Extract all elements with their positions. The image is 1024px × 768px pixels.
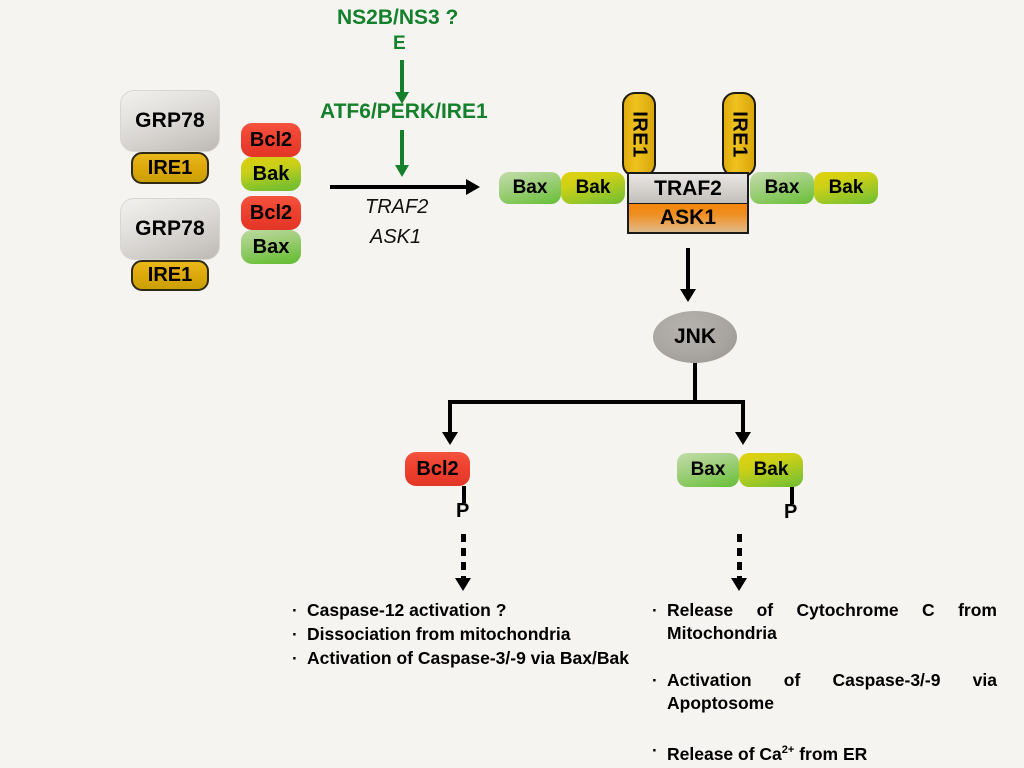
sensor-arrow-shaft [400,130,404,170]
right-outcomes-list: · Release of Cytochrome C from Mitochond… [652,599,997,767]
ask1-italic-label: ASK1 [370,226,422,248]
ire1-box-lower: IRE1 [131,260,209,291]
bax-bak-dashed-arrow-shaft [737,534,742,580]
bak-phospho-stem [790,487,794,504]
list-item: · Caspase-12 activation ? [292,599,640,622]
bullet-glyph: · [652,601,658,620]
list-item: · Dissociation from mitochondria [292,623,640,646]
right-outcome-2: Activation of Caspase-3/-9 via Apoptosom… [667,670,997,713]
ire1-box-signalosome-right: IRE1 [722,92,756,177]
effector-bax-box: Bax [677,453,739,487]
envelope-protein-label: E [393,33,406,54]
grp78-box-upper: GRP78 [120,90,220,152]
branch-left-shaft [448,400,452,438]
bullet-glyph: · [292,649,298,668]
bullet-glyph: · [652,671,658,690]
bcl2-phospho-stem [462,486,466,503]
jnk-output-shaft [693,363,697,403]
branch-right-shaft [741,400,745,438]
right-outcome-1: Release of Cytochrome C from Mitochondri… [667,600,997,643]
list-item: · Release of Cytochrome C from Mitochond… [652,599,997,668]
left-outcome-2: Dissociation from mitochondria [307,624,571,644]
bax-bak-dashed-arrow-head [731,578,747,591]
bax-box-paired-bcl2: Bax [241,230,301,264]
left-outcome-3: Activation of Caspase-3/-9 via Bax/Bak [307,648,629,668]
branch-left-arrow-head [442,432,458,445]
ire1-box-signalosome-left: IRE1 [622,92,656,177]
list-item: · Activation of Caspase-3/-9 via Apoptos… [652,669,997,738]
bullet-glyph: · [292,601,298,620]
effector-bak-box: Bak [739,453,803,487]
signalosome-bak-left: Bak [561,172,625,204]
signalosome-bax-right: Bax [750,172,814,204]
ire1-box-upper: IRE1 [131,152,209,184]
bullet-glyph: · [652,741,658,760]
grp78-box-lower: GRP78 [120,198,220,260]
er-sensors-label: ATF6/PERK/IRE1 [320,100,488,123]
sensor-arrow-head [395,165,409,177]
bcl2-phospho-label: P [456,500,470,522]
right-outcome-3-text: Release of Ca2+ from ER [667,743,868,764]
jnk-node: JNK [653,311,737,363]
list-item: · Release of Ca2+ from ER [652,739,997,766]
ire1-label-right: IRE1 [728,111,751,158]
ask1-box: ASK1 [627,204,749,234]
branch-horizontal [448,400,745,404]
bullet-glyph: · [292,625,298,644]
bcl2-dashed-arrow-shaft [461,534,466,580]
transition-arrow-head [466,179,480,195]
ns2b-ns3-label: NS2B/NS3 ? [337,6,459,29]
signalosome-bax-left: Bax [499,172,561,204]
bak-phospho-label: P [784,501,798,523]
jnk-input-arrow-shaft [686,248,690,296]
left-outcome-1: Caspase-12 activation ? [307,600,507,620]
transition-arrow-shaft [330,185,470,189]
list-item: · Activation of Caspase-3/-9 via Bax/Bak [292,647,640,693]
bcl2-dashed-arrow-head [455,578,471,591]
ire1-label-left: IRE1 [628,111,651,158]
effector-bcl2-box: Bcl2 [405,452,470,486]
traf2-italic-label: TRAF2 [365,196,429,218]
right-outcome-3: Release of Ca2+ from ER [667,739,867,766]
bak-box-paired-bcl2: Bak [241,157,301,191]
stimulus-arrow-shaft [400,60,404,97]
jnk-input-arrow-head [680,289,696,302]
traf2-box: TRAF2 [627,172,749,204]
left-outcomes-list: · Caspase-12 activation ? · Dissociation… [292,599,640,694]
bcl2-box-paired-bak: Bcl2 [241,123,301,157]
bcl2-box-paired-bax: Bcl2 [241,196,301,230]
stimulus-arrow-head [395,92,409,104]
branch-right-arrow-head [735,432,751,445]
signalosome-bak-right: Bak [814,172,878,204]
